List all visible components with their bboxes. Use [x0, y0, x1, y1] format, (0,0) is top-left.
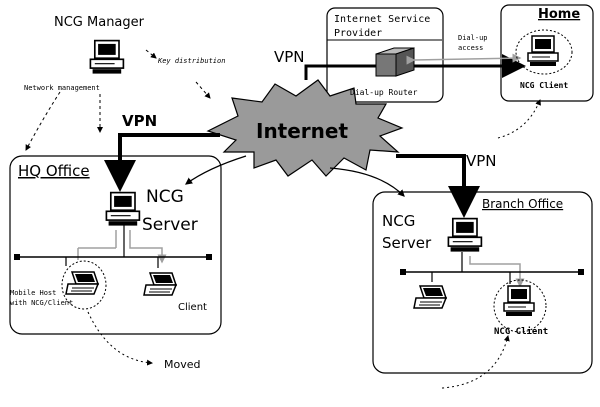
branch-ncg-client-computer-icon — [503, 285, 535, 317]
vpn-right-label: VPN — [466, 152, 497, 170]
manager-computer-icon — [89, 39, 125, 75]
hq-lan-terminator-left — [14, 254, 20, 260]
key-distribution-label: Key distribution — [157, 57, 225, 65]
vpn-line-home — [304, 54, 526, 80]
home-ncg-client-label: NCG Client — [520, 80, 568, 90]
internet-label: Internet — [256, 119, 348, 143]
branch-server-label: Server — [382, 234, 432, 252]
home-client-computer-icon — [527, 35, 559, 67]
moved-label: Moved — [164, 358, 200, 371]
vpn-line-hq — [104, 133, 220, 192]
branch-server-computer-icon — [447, 217, 483, 253]
mgmt-arrow-left — [25, 91, 61, 151]
branch-lan-terminator-right — [578, 269, 584, 275]
hq-client-label: Client — [178, 302, 207, 313]
branch-office-box — [372, 191, 593, 374]
hq-ncg-label: NCG — [146, 187, 184, 207]
branch-laptop-icon — [413, 285, 447, 309]
internet-to-hq-curve — [185, 155, 247, 185]
home-moved-dotted-arrow — [497, 99, 541, 139]
branch-ncg-client-label: NCG Client — [494, 326, 548, 337]
hq-office-label: HQ Office — [18, 162, 90, 180]
hq-client-laptop-icon — [143, 272, 177, 296]
branch-gray-link — [469, 256, 525, 288]
isp-label-line2: Provider — [334, 28, 382, 39]
internet-to-branch-curve — [329, 167, 405, 197]
mobile-host-label-line2: with NCG/Client — [10, 299, 73, 307]
internet-cloud — [206, 79, 404, 177]
hq-gray-link-client — [129, 230, 167, 264]
key-dist-arrow-b — [195, 81, 211, 99]
home-client-dotted-ring — [515, 29, 573, 75]
key-dist-arrow-a — [145, 49, 157, 59]
vpn-left-label: VPN — [122, 112, 157, 130]
branch-ncg-label: NCG — [382, 212, 415, 230]
network-management-label: Network management — [24, 84, 100, 92]
branch-office-label: Branch Office — [482, 197, 563, 211]
home-title: Home — [538, 7, 580, 22]
dialup-access-line1: Dial-up — [458, 34, 488, 42]
branch-lan-terminator-left — [400, 269, 406, 275]
vpn-top-label: VPN — [274, 48, 305, 66]
branch-moved-dotted-arrow — [441, 335, 510, 389]
hq-server-label: Server — [142, 215, 198, 235]
vpn-line-branch — [396, 154, 480, 218]
hq-office-box — [9, 155, 222, 335]
hq-lan-terminator-right — [206, 254, 212, 260]
dialup-access-line2: access — [458, 44, 483, 52]
dialup-gray-link — [406, 53, 522, 65]
dialup-router-label: Dial-up Router — [350, 88, 418, 97]
branch-ncg-client-dotted-ring — [493, 279, 547, 333]
hq-server-computer-icon — [105, 191, 141, 227]
home-box — [500, 4, 594, 102]
router-box-icon — [375, 47, 415, 77]
moved-dotted-arrow — [87, 311, 153, 366]
mobile-host-laptop-icon — [65, 271, 99, 295]
hq-gray-link-mobile — [77, 230, 117, 260]
mobile-host-label-line1: Mobile Host — [10, 289, 56, 297]
isp-label-line1: Internet Service — [334, 14, 430, 25]
mobile-host-dotted-ring — [61, 260, 107, 310]
ncg-manager-label: NCG Manager — [54, 15, 145, 30]
